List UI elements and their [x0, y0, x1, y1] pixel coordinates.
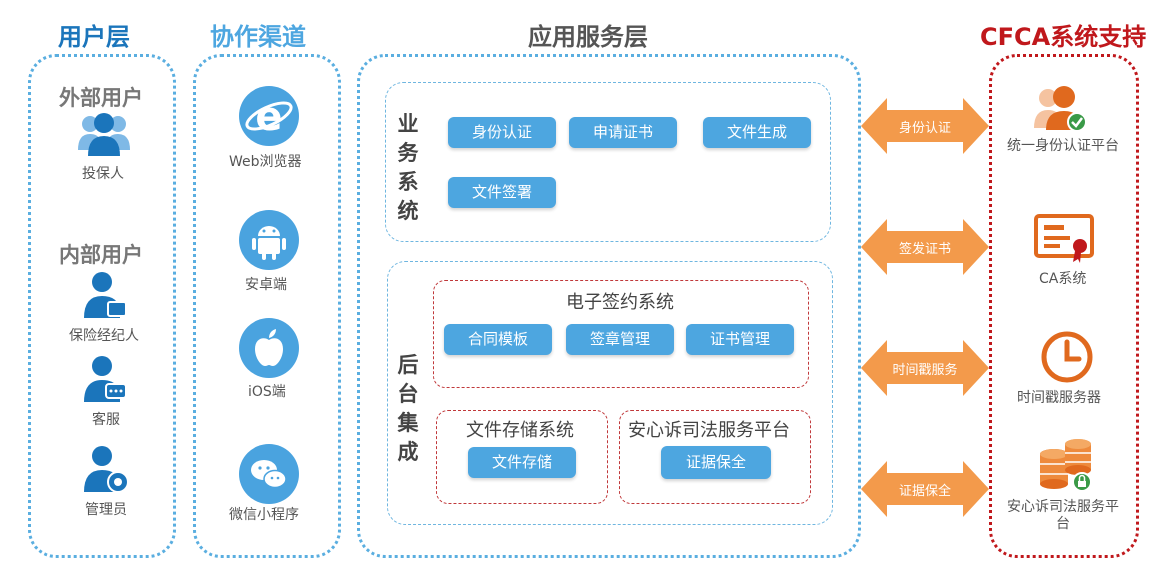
file-generation-button[interactable]: 文件生成 [703, 117, 811, 148]
group-users-icon [78, 110, 130, 158]
wechat-mini-program-label: 微信小程序 [229, 507, 299, 523]
svg-text:e: e [255, 94, 282, 140]
esign-system-title: 电子签约系统 [566, 292, 674, 313]
issue-certificate-arrow-label: 签发证书 [898, 242, 951, 257]
file-storage-button[interactable]: 文件存储 [468, 447, 576, 478]
file-signing-button[interactable]: 文件签署 [448, 177, 556, 208]
ie-icon: e [239, 86, 299, 146]
esign-system-box [433, 280, 809, 388]
android-label: 安卓端 [245, 277, 287, 293]
channels-column-title: 协作渠道 [210, 23, 306, 51]
apple-icon [239, 318, 299, 378]
certificate-management-button[interactable]: 证书管理 [686, 324, 794, 355]
issue-certificate-arrow [861, 219, 989, 275]
anxinsu-data-icon [1036, 436, 1096, 494]
broker-label: 保险经纪人 [69, 328, 139, 344]
timestamp-server-label: 时间戳服务器 [1017, 390, 1101, 406]
backend-integration-label: 后台集成 [397, 353, 419, 464]
web-browser-label: Web浏览器 [229, 154, 302, 170]
contract-template-button[interactable]: 合同模板 [444, 324, 552, 355]
seal-management-button[interactable]: 签章管理 [566, 324, 674, 355]
file-storage-system-title: 文件存储系统 [466, 420, 574, 441]
app-column-title: 应用服务层 [528, 23, 648, 51]
identity-auth-arrow-label: 身份认证 [898, 121, 951, 136]
insured-label: 投保人 [82, 166, 124, 182]
users-column-title: 用户层 [58, 23, 130, 51]
internal-users-title: 内部用户 [59, 243, 143, 267]
android-icon [239, 210, 299, 270]
channels-panel [193, 54, 341, 558]
admin-label: 管理员 [85, 502, 127, 518]
backend-integration-box [387, 261, 833, 525]
broker-icon [84, 270, 128, 320]
customer-service-icon [84, 354, 128, 404]
unified-auth-label: 统一身份认证平台 [1007, 138, 1119, 154]
business-system-box [385, 82, 831, 242]
cfca-panel [989, 54, 1139, 558]
file-storage-system-box [436, 410, 608, 504]
cfca-column-title: CFCA系统支持 [980, 23, 1147, 51]
app-panel [357, 54, 861, 558]
timestamp-service-arrow-label: 时间戳服务 [892, 363, 958, 378]
ios-label: iOS端 [248, 384, 286, 400]
users-panel [28, 54, 176, 558]
external-users-title: 外部用户 [59, 86, 143, 110]
wechat-icon [239, 444, 299, 504]
anxinsu-platform-title: 安心诉司法服务平台 [628, 420, 790, 441]
ca-certificate-icon [1034, 214, 1096, 264]
anxinsu-platform-box [619, 410, 811, 504]
apply-certificate-button[interactable]: 申请证书 [569, 117, 677, 148]
anxinsu-platform-label: 安心诉司法服务平台 [1007, 499, 1119, 532]
unified-auth-icon [1034, 84, 1090, 136]
customer-service-label: 客服 [92, 412, 120, 428]
timestamp-clock-icon [1040, 330, 1094, 384]
admin-icon [84, 444, 130, 494]
evidence-preservation-arrow [861, 461, 989, 517]
identity-auth-button[interactable]: 身份认证 [448, 117, 556, 148]
evidence-preservation-button[interactable]: 证据保全 [661, 446, 771, 479]
business-system-label: 业务系统 [397, 112, 419, 223]
timestamp-service-arrow [861, 340, 989, 396]
ca-system-label: CA系统 [1039, 271, 1087, 287]
evidence-preservation-arrow-label: 证据保全 [898, 484, 951, 499]
identity-auth-arrow [861, 98, 989, 154]
